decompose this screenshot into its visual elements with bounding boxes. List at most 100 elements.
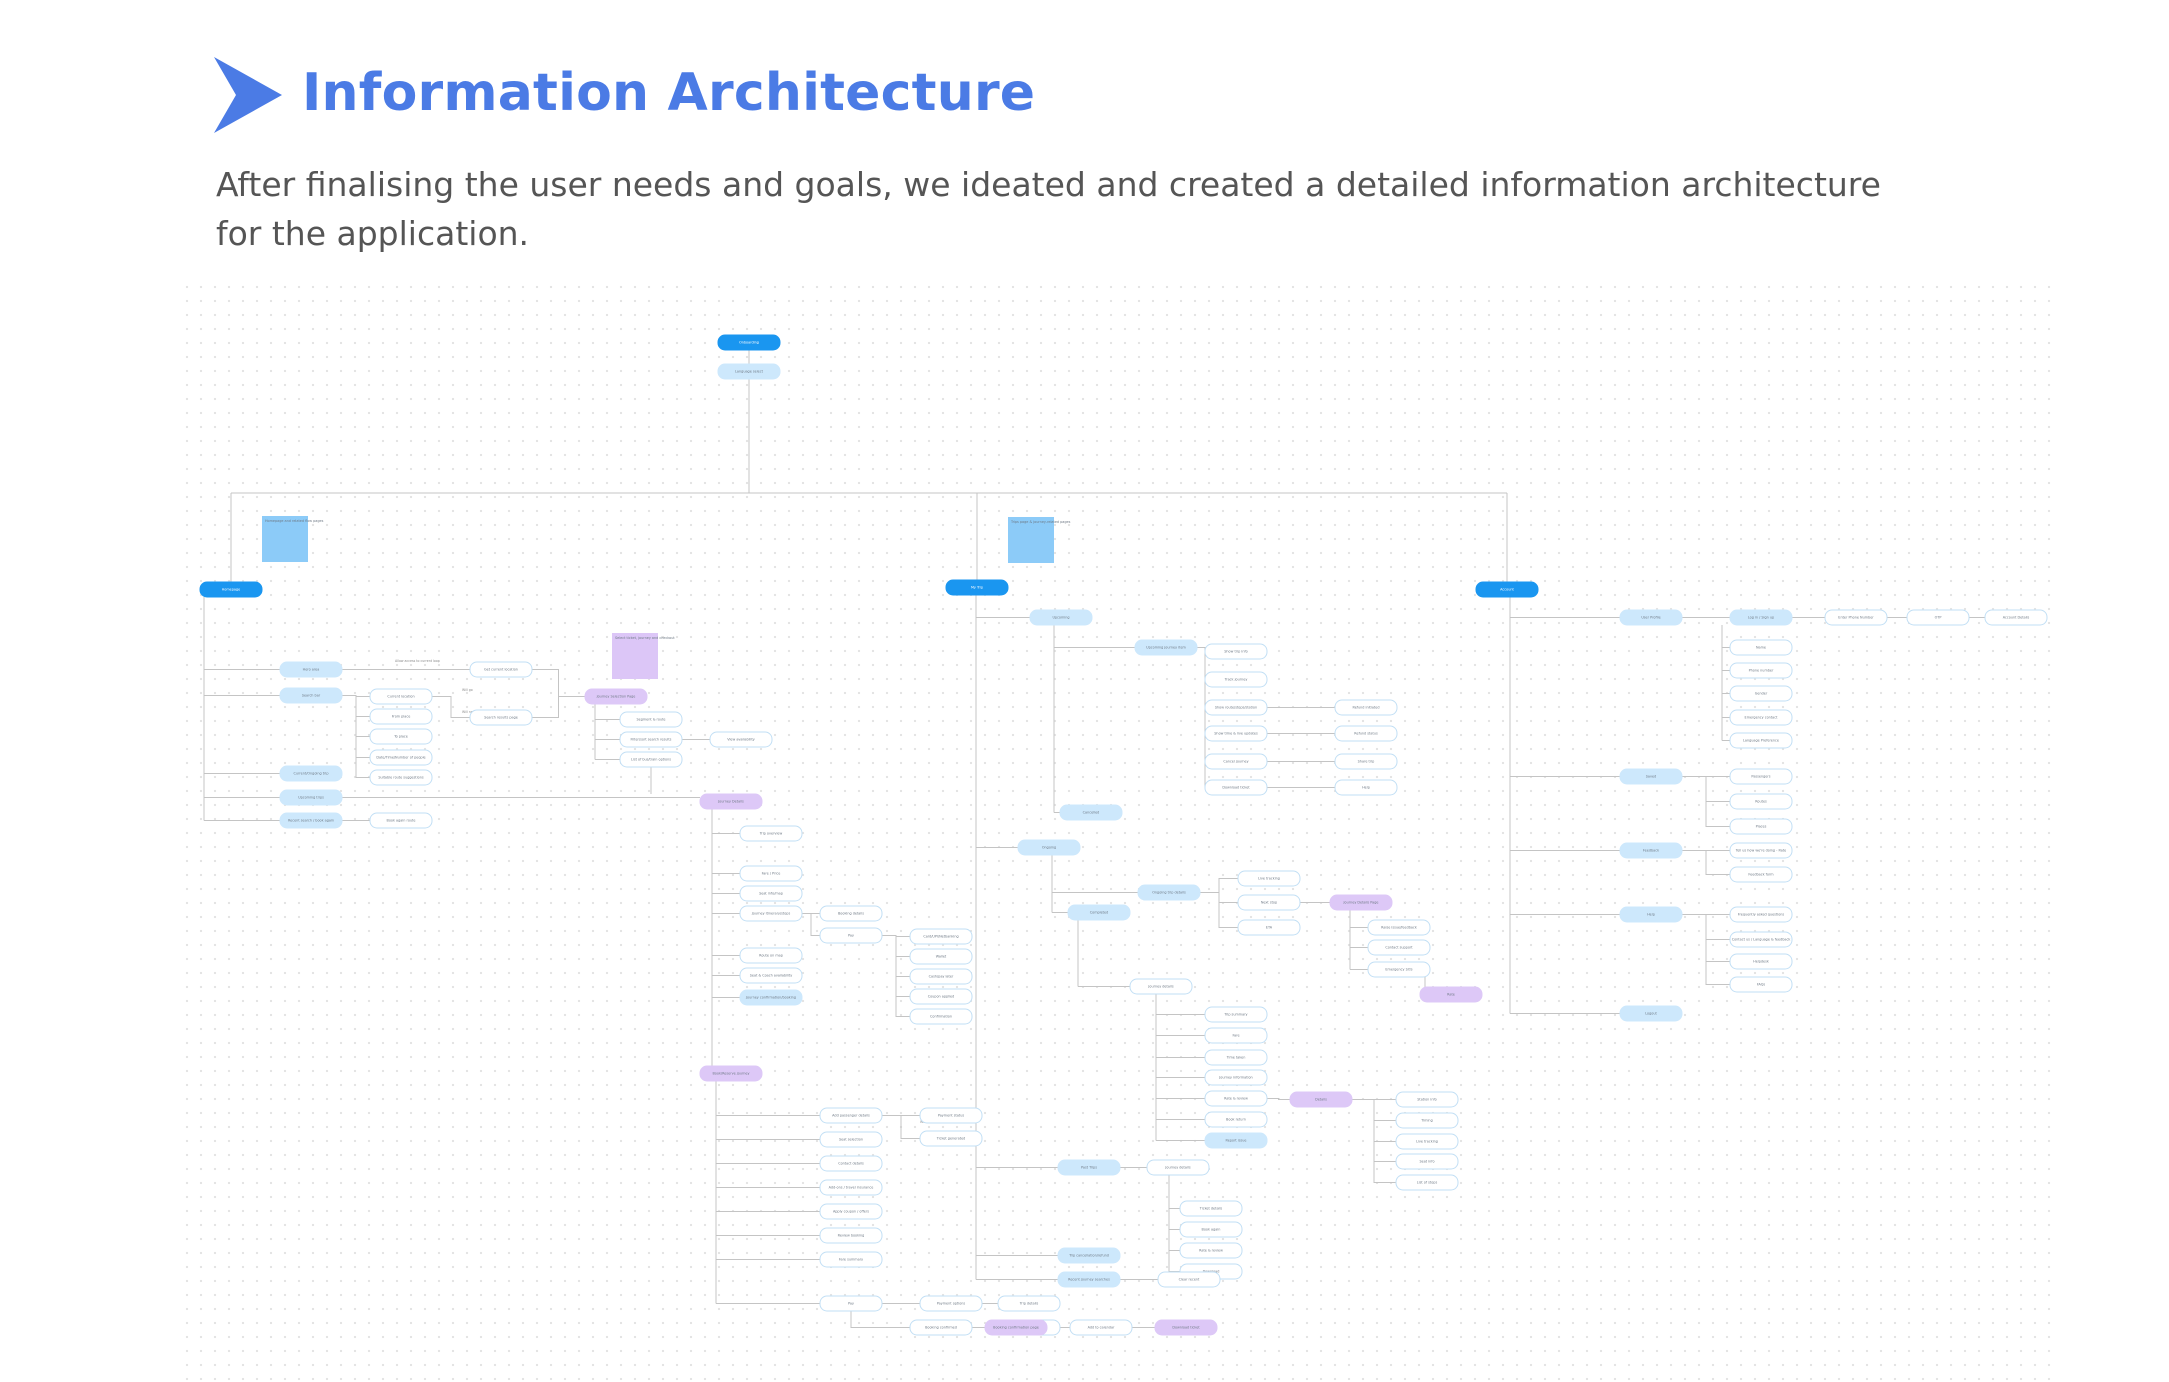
ia-node-label: OTP — [1935, 616, 1942, 620]
ia-node-label: Coupon applied — [928, 995, 955, 999]
ia-node-label: Card/UPI/Netbanking — [923, 935, 958, 939]
ia-node-label: Rate & review — [1224, 1097, 1248, 1101]
connector-line — [532, 669, 585, 697]
ia-node-kH: Download ticket — [1154, 1319, 1218, 1336]
ia-node-label: Next stop — [1261, 901, 1277, 905]
ia-node-label: Helpdesk — [1753, 960, 1769, 964]
ia-node-label: Journey Selection Page — [596, 695, 636, 699]
ia-node-bk: Book/Reserve journey — [699, 1065, 763, 1082]
ia-node-label: Hero area — [303, 668, 320, 672]
ia-node-u1: Show trip info — [1204, 643, 1268, 660]
ia-node-label: Help — [1362, 786, 1370, 790]
ia-node-j7: Journey confirmation/booking — [739, 989, 803, 1006]
ia-node-z3: Live tracking — [1395, 1133, 1459, 1150]
ia-node-label: Rate & review — [1199, 1249, 1223, 1253]
connector-line — [1197, 647, 1206, 708]
ia-node-jd: Journey Details — [699, 793, 763, 810]
ia-node-label: Booking confirmation page — [993, 1326, 1039, 1330]
ia-node-a1: Get current location — [469, 661, 533, 678]
ia-node-cA: Language Preference — [1729, 732, 1793, 749]
ia-node-label: Current/Ongoing trip — [293, 772, 328, 776]
ia-node-s5: Suitable route suggestions — [369, 769, 433, 786]
ia-node-d3: Routes — [1729, 793, 1793, 810]
ia-node-label: Trip summary — [1223, 1013, 1247, 1017]
ia-node-k2: Seat selection — [819, 1131, 883, 1148]
ia-node-label: Routes — [1755, 800, 1767, 804]
ia-node-label: Past Trips — [1081, 1166, 1097, 1170]
edge-label: Will go — [462, 688, 473, 692]
ia-node-y1: Journey details — [1129, 978, 1193, 995]
sticky-note: Select ticket, journey and checkout — [612, 633, 675, 679]
ia-node-c6: Name — [1729, 639, 1793, 656]
ia-node-c8: Gender — [1729, 685, 1793, 702]
ia-node-lang: Language select — [717, 363, 781, 380]
ia-node-label: Search results page — [484, 716, 518, 720]
ia-node-label: Journey confirmation/booking — [745, 996, 796, 1000]
ia-node-kG: Add to calendar — [1069, 1319, 1133, 1336]
ia-node-label: Gender — [1755, 692, 1768, 696]
ia-node-v2: Refund status — [1334, 725, 1398, 742]
ia-node-y6: Rate & review — [1204, 1090, 1268, 1107]
ia-node-label: Clear recent — [1179, 1278, 1200, 1282]
ia-node-kC: Booking confirmed — [909, 1319, 973, 1336]
ia-node-kB: Ticket generated — [919, 1130, 983, 1147]
ia-node-g5: FAQs — [1729, 976, 1793, 993]
ia-node-c4: OTP — [1906, 609, 1970, 626]
ia-node-label: Journey information — [1218, 1076, 1252, 1080]
ia-node-j2: Fare / Price — [739, 865, 803, 882]
ia-node-t7: Trip cancellation/refund — [1057, 1247, 1121, 1264]
ia-node-g6: Logout — [1619, 1005, 1683, 1022]
sticky-note: Trips page & journey-related pages — [1008, 517, 1071, 563]
ia-node-label: Book again — [1202, 1228, 1221, 1232]
ia-node-label: Filter/sort search results — [631, 738, 672, 742]
ia-node-label: Download ticket — [1172, 1326, 1200, 1330]
ia-node-label: Add passenger details — [832, 1114, 870, 1118]
connector-line — [1197, 647, 1206, 680]
ia-node-label: Places — [1756, 825, 1767, 829]
ia-node-acc: Account — [1475, 581, 1539, 598]
ia-node-label: Live tracking — [1416, 1140, 1438, 1144]
ia-node-k6: Review booking — [819, 1227, 883, 1244]
ia-node-label: Pay — [848, 1302, 854, 1306]
ia-node-label: Ticket details — [1199, 1207, 1223, 1211]
ia-node-label: Payment options — [937, 1302, 966, 1306]
sticky-note-text: Trips page & journey-related pages — [1010, 520, 1071, 524]
ia-node-q3: Book again — [1179, 1221, 1243, 1238]
ia-node-k1: Add passenger details — [819, 1107, 883, 1124]
ia-node-label: Cancel journey — [1223, 760, 1248, 764]
ia-node-label: Cancelled — [1083, 811, 1100, 815]
ia-node-j6: Seat & Coach availability — [739, 967, 803, 984]
ia-node-label: Fare — [1232, 1034, 1239, 1038]
connector-line — [532, 696, 585, 718]
ia-node-c5: Account Details — [1984, 609, 2048, 626]
ia-node-kA: Payment status — [919, 1107, 983, 1124]
ia-node-label: Name — [1756, 646, 1766, 650]
ia-node-x1: Raise issue/feedback — [1367, 919, 1431, 936]
ia-node-label: Show time & live updates — [1214, 732, 1258, 736]
ia-node-label: Help — [1647, 913, 1655, 917]
ia-node-c3: Enter Phone Number — [1824, 609, 1888, 626]
ia-node-b2: Pay — [819, 927, 883, 944]
ia-node-label: Upcoming — [1052, 616, 1069, 620]
ia-node-label: List of stops — [1417, 1181, 1438, 1185]
ia-node-kD: Trip details — [997, 1295, 1061, 1312]
ia-node-y4: Time taken — [1204, 1049, 1268, 1066]
ia-node-e1: Feedback — [1619, 842, 1683, 859]
ia-node-q6: Clear recent — [1157, 1271, 1221, 1288]
ia-node-b1: Booking details — [819, 905, 883, 922]
ia-node-e2: Tell us how we're doing - Rate — [1729, 842, 1793, 859]
ia-node-label: Upcoming trips — [298, 796, 324, 800]
ia-node-d1: Saved — [1619, 768, 1683, 785]
ia-node-u2: Track journey — [1204, 671, 1268, 688]
sticky-note: Homepage and related flow pages — [262, 516, 324, 562]
ia-node-label: Segment & route — [636, 718, 665, 722]
ia-node-label: Homepage — [222, 588, 240, 592]
ia-node-label: Feedback form — [1748, 873, 1774, 877]
ia-node-label: Confirmation — [930, 1015, 952, 1019]
ia-node-label: Completed — [1090, 911, 1109, 915]
ia-node-label: Get current location — [484, 668, 518, 672]
ia-node-label: Ongoing — [1042, 846, 1056, 850]
connector-line — [1682, 850, 1730, 875]
